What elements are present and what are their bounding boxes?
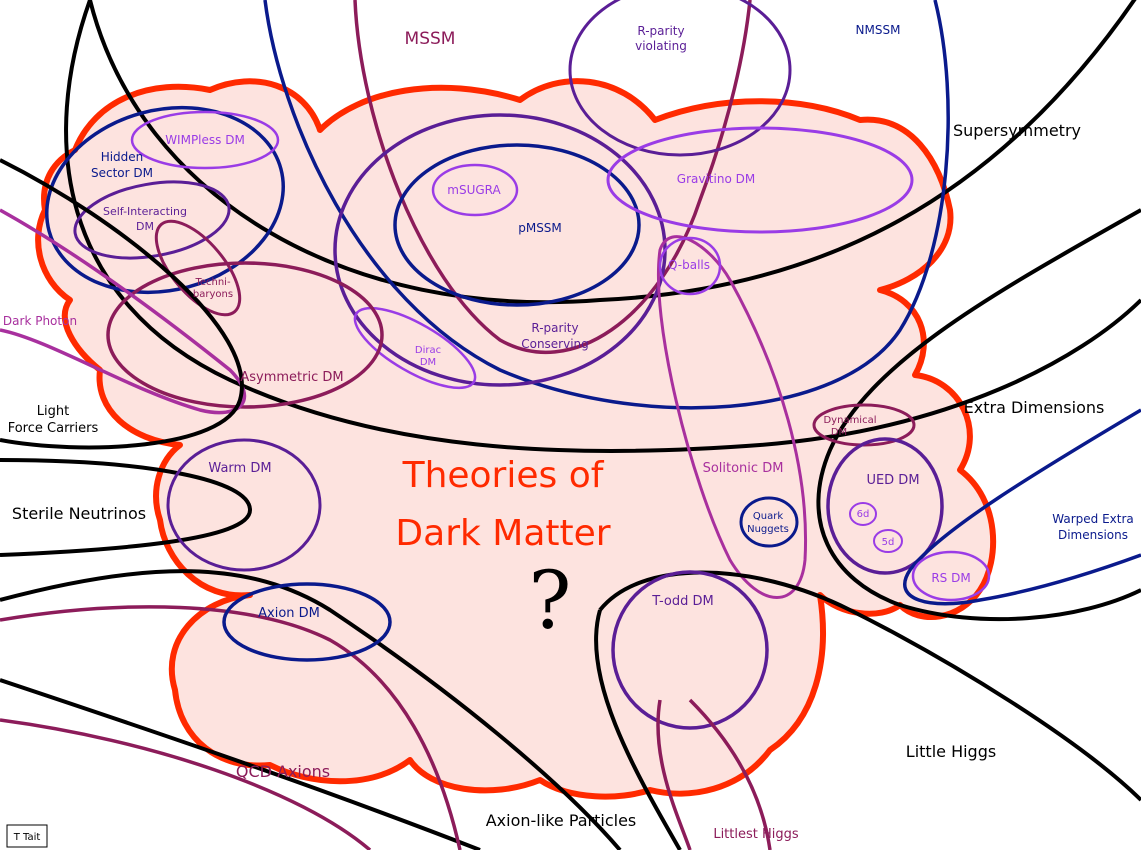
fived-outline (873, 529, 903, 553)
label-rparity-cons-2: Conserving (521, 337, 589, 351)
light-force-outline (0, 158, 244, 450)
label-rparity-violating-2: violating (635, 39, 687, 53)
gravitino-outline (606, 126, 914, 234)
label-5d: 5d (882, 537, 895, 548)
axion-like-outline (0, 569, 622, 850)
axion-dm-outline (222, 582, 392, 662)
label-warm: Warm DM (208, 461, 271, 476)
label-extra-dimensions: Extra Dimensions (964, 398, 1105, 417)
label-qballs: Q-balls (668, 258, 710, 272)
label-self-int-2: DM (136, 220, 154, 233)
label-credit: T Tait (13, 832, 41, 843)
qcd-axion-outline-2 (0, 718, 372, 850)
asymmetric-outline (106, 261, 384, 409)
solitonic-outline (656, 235, 808, 599)
credit-box (6, 824, 48, 848)
axion-like-outline-2 (0, 678, 481, 850)
dirac-outline (353, 306, 477, 390)
label-little-higgs: Little Higgs (906, 742, 996, 761)
title-line2: Dark Matter (395, 513, 610, 554)
label-solitonic: Solitonic DM (703, 461, 784, 476)
warped-extra-outline (903, 408, 1141, 606)
label-mssm: MSSM (405, 29, 456, 49)
label-todd: T-odd DM (651, 594, 714, 609)
supersymmetry-outline-lower (64, 0, 1141, 454)
label-quark-1: Quark (753, 511, 783, 522)
littlest-higgs-outline (688, 698, 772, 850)
hidden-sector-outline (45, 105, 285, 295)
sixd-outline (849, 502, 877, 526)
todd-dm-outline (611, 570, 769, 730)
label-ued: UED DM (866, 473, 919, 488)
label-dynamical-1: Dynamical (823, 415, 876, 426)
label-sterile-neutrinos: Sterile Neutrinos (12, 504, 146, 523)
label-axion-dm: Axion DM (258, 606, 320, 621)
title-line1: Theories of (402, 455, 605, 496)
littlest-higgs-outline-2 (656, 699, 692, 850)
label-dirac-2: DM (420, 357, 436, 368)
ued-dm-outline (826, 437, 944, 575)
label-dynamical-2: DM (831, 427, 847, 438)
label-dark-photon: Dark Photon (3, 314, 77, 328)
label-warped-2: Dimensions (1058, 528, 1128, 542)
label-dirac-1: Dirac (415, 345, 441, 356)
warm-dm-outline (166, 438, 322, 572)
sterile-neutrino-outline (0, 458, 253, 557)
little-higgs-outline-2 (594, 609, 682, 850)
label-light-force-1: Light (37, 404, 69, 419)
label-msugra: mSUGRA (447, 183, 501, 197)
question-mark: ? (529, 554, 572, 647)
nmssm-outline (263, 0, 950, 410)
label-hidden-2: Sector DM (91, 166, 153, 180)
extra-dimensions-outline (816, 208, 1141, 622)
rs-dm-outline (911, 550, 991, 602)
label-asymmetric: Asymmetric DM (240, 370, 343, 385)
label-pmssm: pMSSM (518, 221, 562, 235)
msugra-outline (431, 163, 519, 217)
dark-photon-line (0, 208, 247, 415)
label-6d: 6d (857, 509, 870, 520)
label-warped-1: Warped Extra (1052, 512, 1134, 526)
label-rparity-violating-1: R-parity (637, 24, 684, 38)
label-self-int-1: Self-Interacting (103, 205, 187, 218)
label-littlest-higgs: Littlest Higgs (713, 827, 799, 842)
label-gravitino: Gravitino DM (677, 172, 755, 186)
label-techni-2: baryons (193, 289, 233, 300)
pmssm-outline (393, 143, 641, 307)
label-rparity-cons-1: R-parity (531, 321, 578, 335)
wimpless-outline (130, 110, 280, 170)
technibaryons-outline (154, 219, 242, 317)
label-wimpless: WIMPless DM (165, 133, 245, 147)
label-light-force-2: Force Carriers (8, 421, 99, 436)
label-rs: RS DM (931, 571, 970, 585)
label-supersymmetry: Supersymmetry (953, 121, 1081, 140)
label-qcd-axions: QCD Axions (236, 762, 330, 781)
self-interacting-outline (73, 180, 231, 260)
qballs-outline (658, 236, 722, 296)
mssm-outline (353, 0, 752, 355)
label-axion-like: Axion-like Particles (486, 811, 637, 830)
supersymmetry-outline (88, 0, 1137, 305)
label-hidden-1: Hidden (101, 150, 144, 164)
label-quark-2: Nuggets (747, 524, 789, 535)
rparity-violating-outline (568, 0, 792, 157)
label-techni-1: Techni- (194, 277, 231, 288)
label-nmssm: NMSSM (856, 23, 901, 37)
quark-nuggets-outline (739, 496, 799, 548)
qcd-axion-outline (0, 605, 462, 850)
